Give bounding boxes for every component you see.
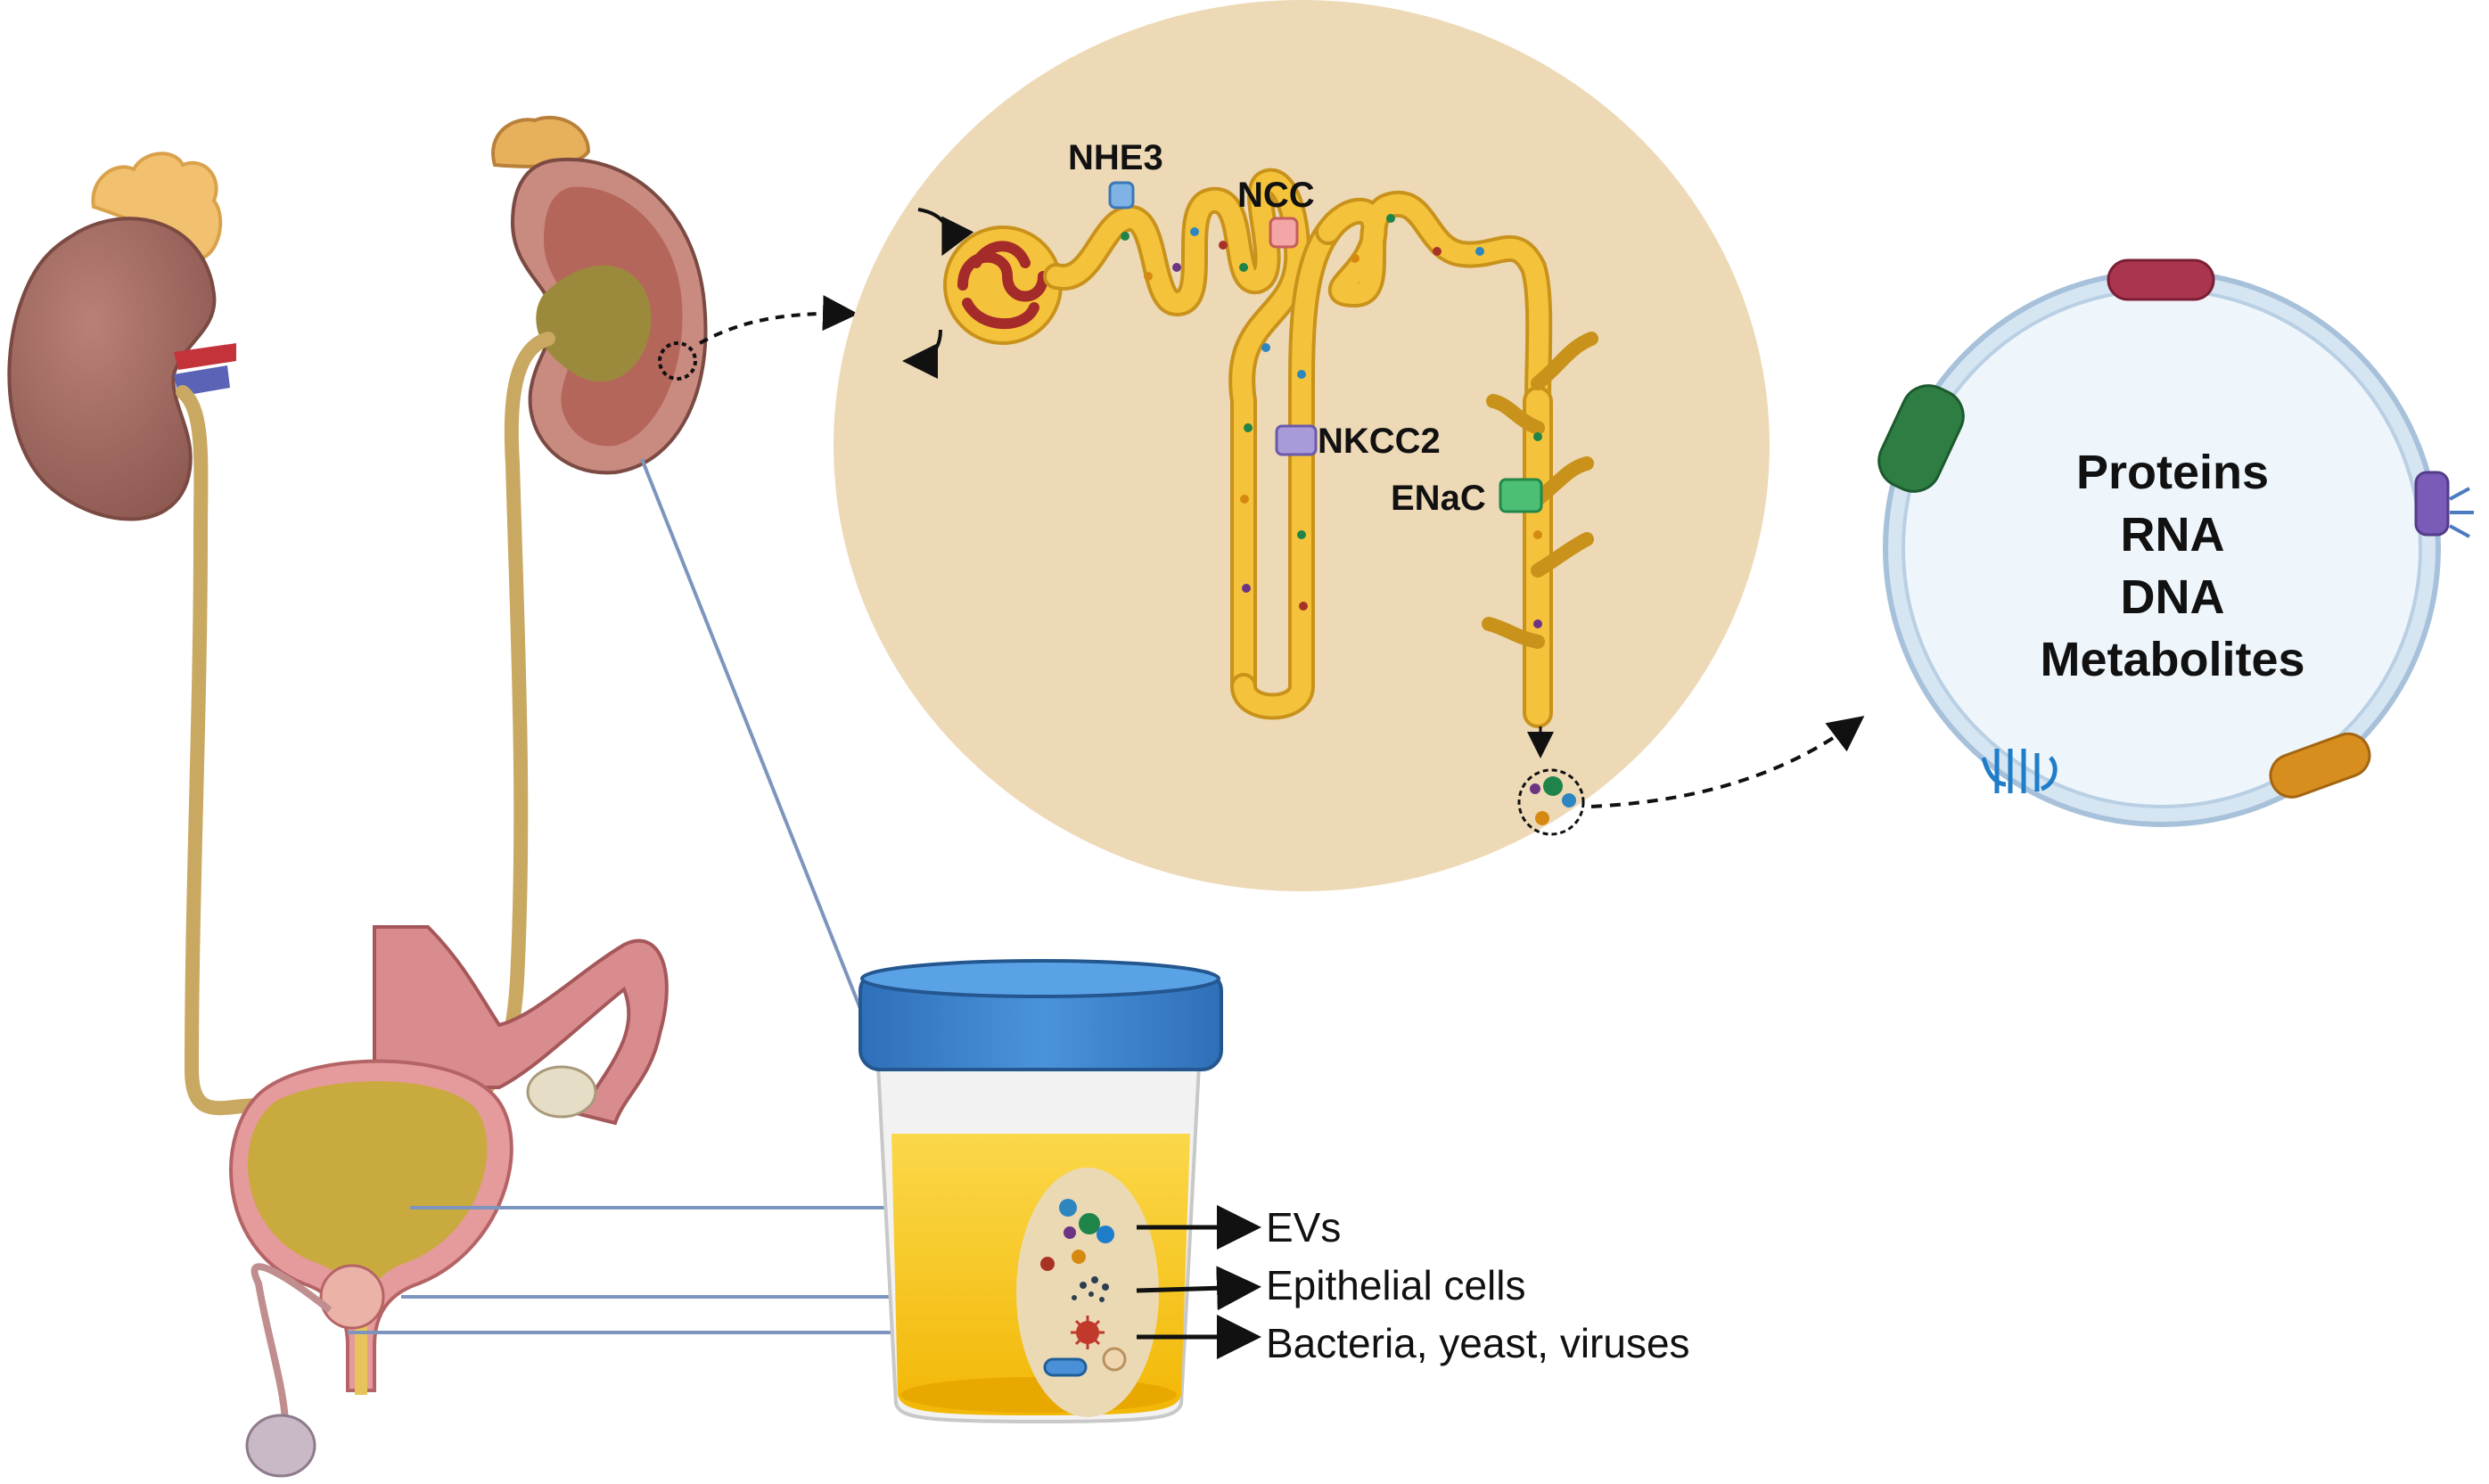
right-renal-pelvis [536,265,652,382]
ev-particle [1064,1226,1076,1239]
epithelial-cells-label: Epithelial cells [1266,1262,1525,1308]
kidney-to-nephron-arrow [699,295,858,345]
ovary [526,1065,597,1119]
left-kidney-body [7,217,217,521]
left-ureter [176,385,266,1116]
ncc-transporter-icon [1269,217,1299,249]
left-kidney [7,152,266,1116]
ev-dot [1530,783,1540,794]
prostate [319,1264,385,1330]
ev-dot [1543,776,1563,796]
ev-particle [1040,1257,1055,1271]
epithelial-arrow [1136,1266,1261,1311]
yeast-icon [1102,1347,1127,1372]
membrane-protein-top [2107,258,2215,301]
loop-of-henle-fill [1234,222,1338,717]
afferent-arrow [917,208,974,257]
nephron-panel: NHE3 NCC NKCC2 ENaC [834,0,1865,891]
membrane-protein-right [2414,471,2450,537]
extracellular-vesicle: Proteins RNA DNA Metabolites [1877,258,2474,827]
nephron-zoom-marker [658,341,697,381]
right-kidney-section [456,115,858,1112]
microbes-label: Bacteria, yeast, viruses [1266,1320,1690,1366]
bladder-urine [247,1081,488,1310]
transmembrane-protein-icon [1981,749,2058,793]
ev-particle [1097,1226,1114,1243]
ev-content-dna: DNA [2121,570,2225,624]
ev-zoom-circle [1517,768,1585,836]
membrane-protein-bottom [2269,732,2371,799]
efferent-arrow [902,329,942,379]
nkcc2-transporter-icon [1275,424,1318,456]
epithelial-cell-cluster [1072,1276,1109,1302]
left-renal-artery [174,343,236,370]
ev-dot [1535,811,1549,825]
urine-cup: EVs Epithelial cells Bacteria, yeast, vi… [858,959,1690,1424]
virus-icon [1071,1316,1105,1349]
vas-deferens [251,1263,333,1427]
ev-particle [1059,1199,1077,1217]
enac-label: ENaC [1391,479,1486,518]
receptor-icon [2449,487,2474,538]
ev-content-metabolites: Metabolites [2040,633,2304,686]
enac-transporter-icon [1499,478,1543,513]
nkcc2-label: NKCC2 [1318,422,1441,461]
membrane-protein-left [1877,384,1965,493]
tubule-particles [1121,214,1542,628]
proximal-tubule-fill [1047,171,1308,696]
collecting-duct-branches [1482,332,1598,649]
nhe3-label: NHE3 [1068,138,1163,177]
ev-content-rna: RNA [2121,508,2225,562]
nhe3-transporter-icon [1108,181,1135,209]
distal-tubule-fill [1318,193,1549,411]
glomerular-capillaries [957,241,1048,330]
ev-dot [1562,793,1576,808]
bladder-region [229,925,669,1478]
evs-label: EVs [1266,1204,1341,1250]
bacteria-icon [1043,1357,1088,1377]
testis [245,1414,316,1478]
ncc-label: NCC [1237,176,1315,215]
ev-particle [1079,1213,1100,1234]
cup-lid-top [860,959,1220,998]
ev-to-vesicle-arrow [1590,716,1865,808]
ev-content-proteins: Proteins [2076,446,2269,499]
ev-particle [1072,1250,1086,1264]
